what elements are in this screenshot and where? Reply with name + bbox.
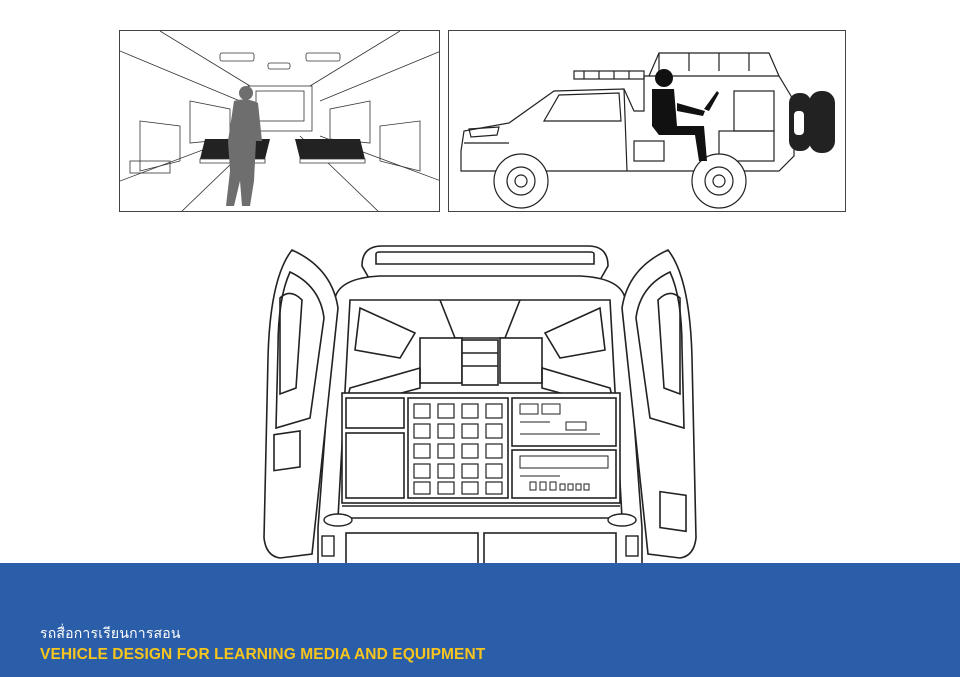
interior-view-panel	[119, 30, 440, 212]
operator-silhouette-icon	[652, 69, 719, 161]
thai-subtitle: รถสื่อการเรียนการสอน	[40, 626, 181, 642]
pickup-side-illustration	[460, 52, 835, 209]
person-silhouette-icon	[226, 86, 262, 206]
rear-view-illustration	[250, 238, 710, 638]
english-title: VEHICLE DESIGN FOR LEARNING MEDIA AND EQ…	[40, 646, 486, 663]
van-rear-open-doors-icon	[263, 245, 697, 635]
caption-band	[0, 563, 960, 677]
side-view-panel	[448, 30, 846, 212]
caption: รถสื่อการเรียนการสอน VEHICLE DESIGN FOR …	[40, 626, 485, 664]
van-interior-illustration	[120, 31, 439, 211]
